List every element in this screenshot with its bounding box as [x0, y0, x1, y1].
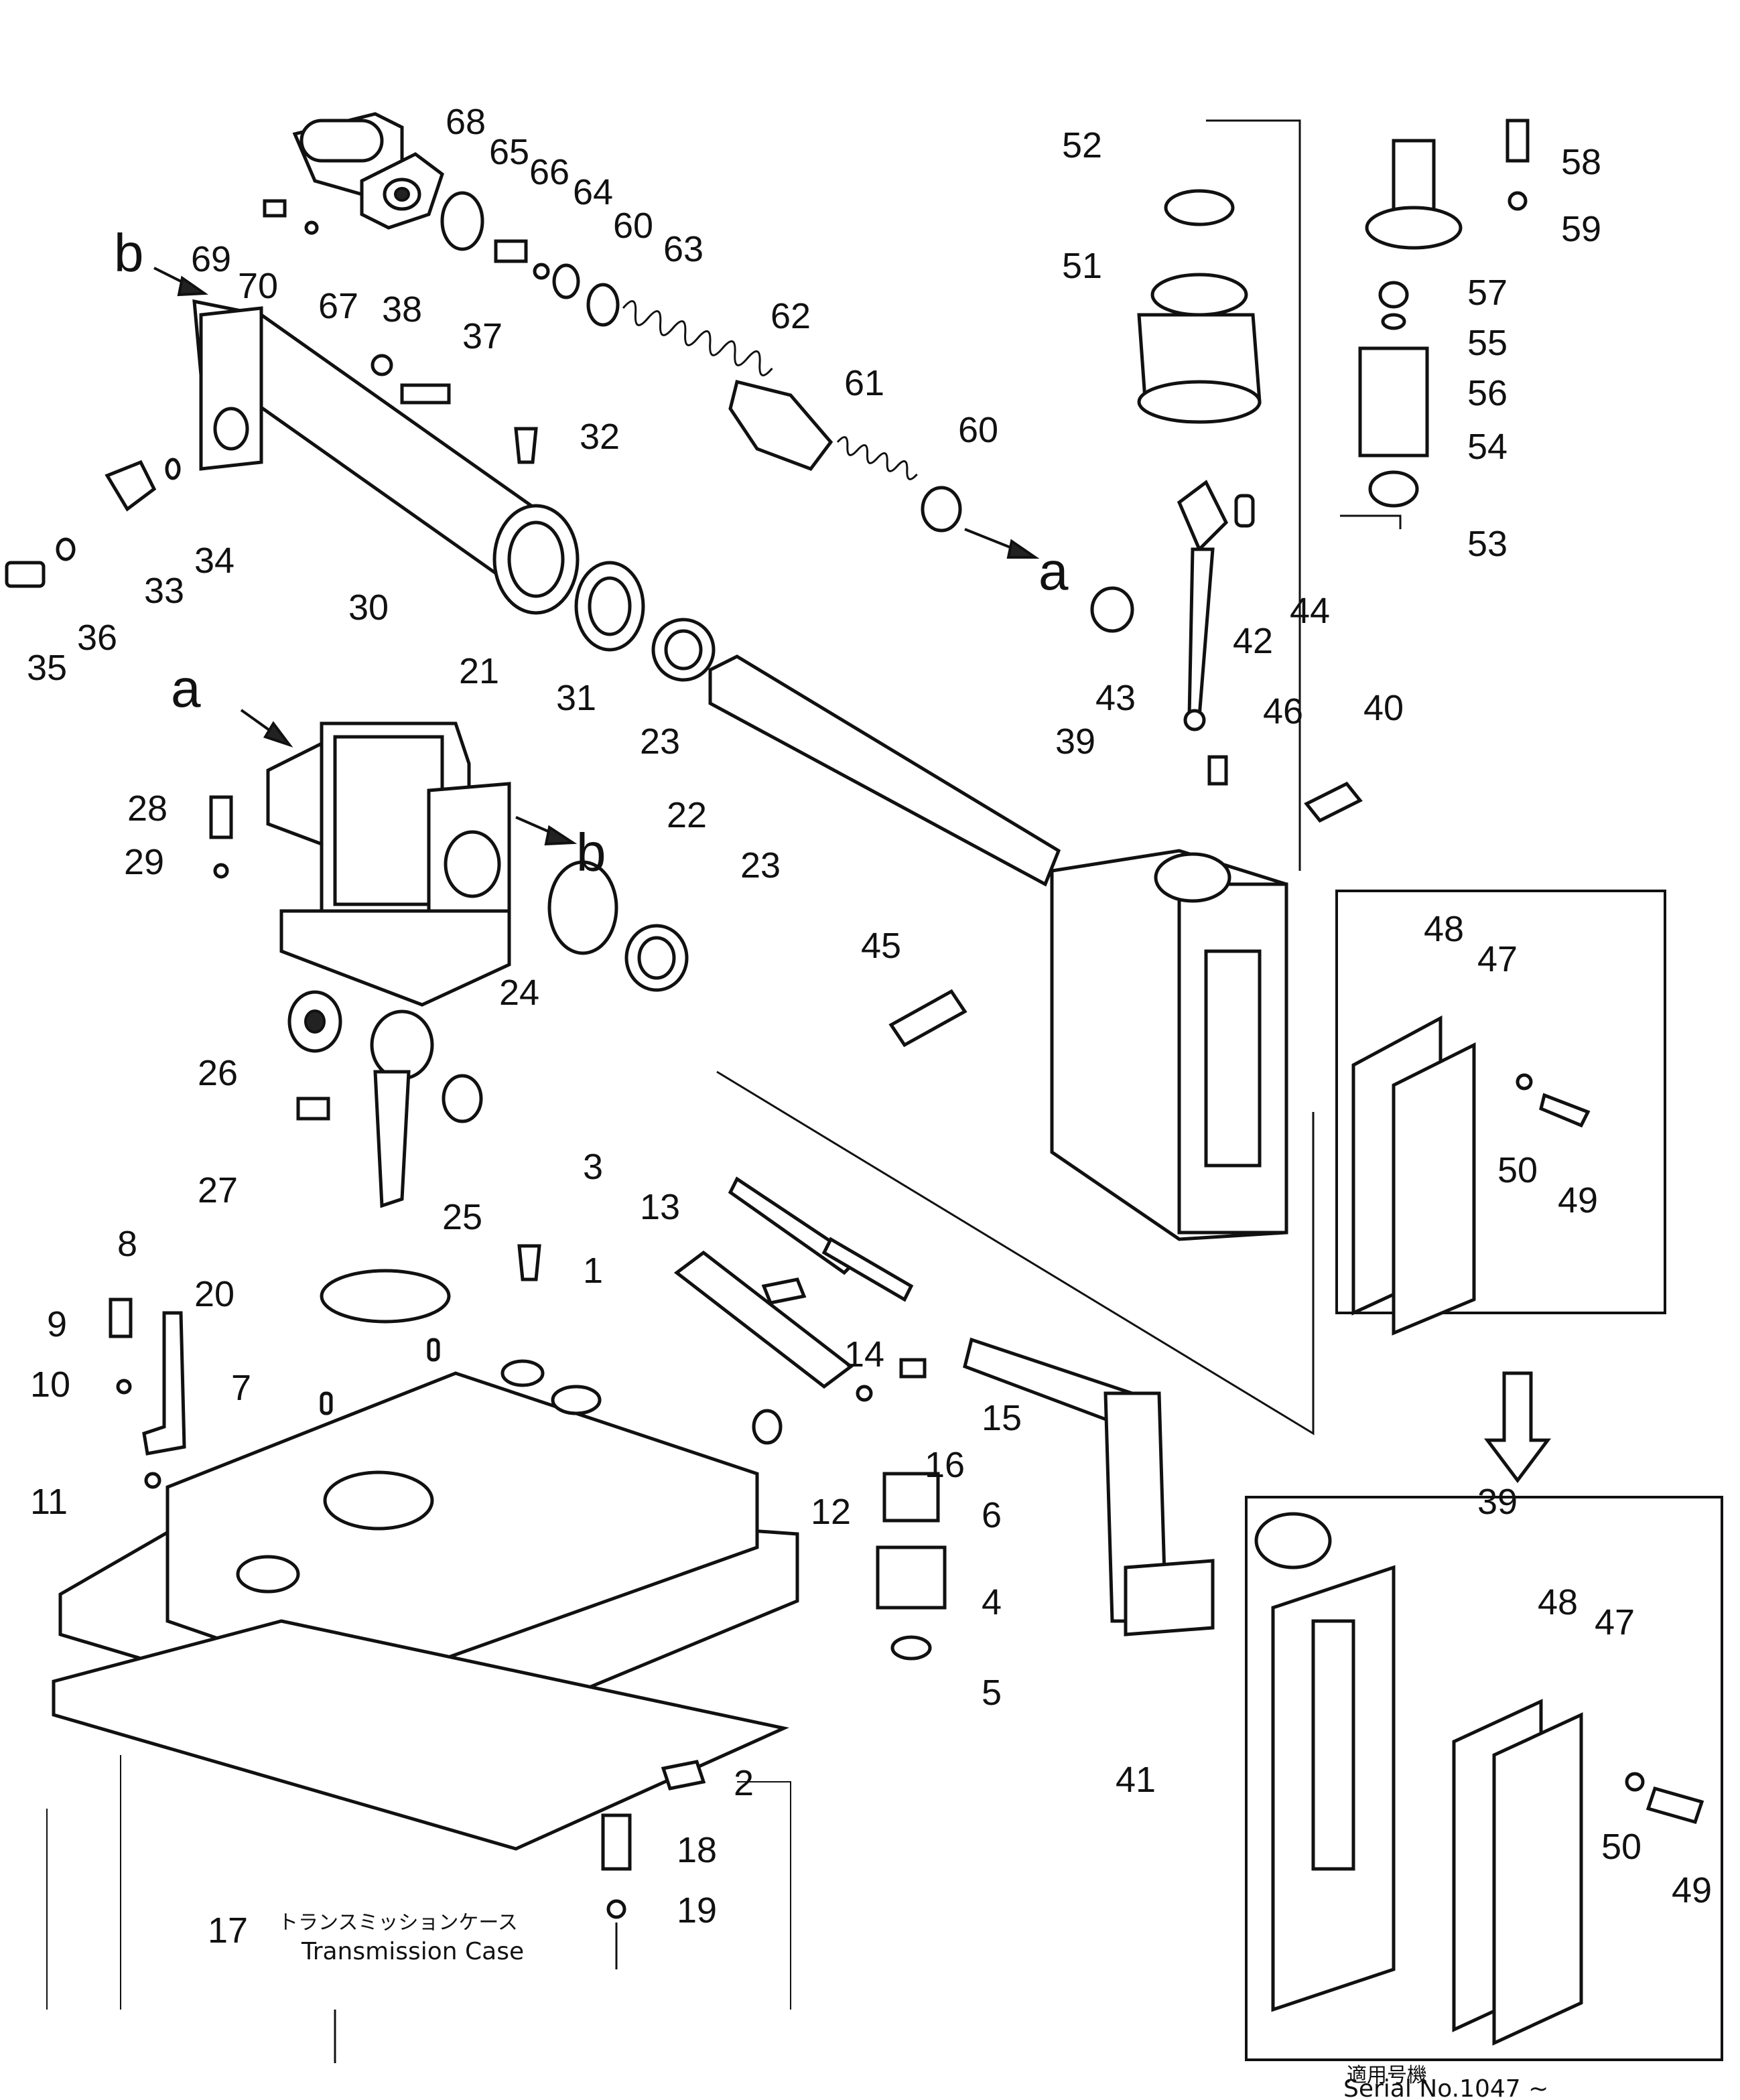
view-marker-b-mid: b — [576, 823, 606, 882]
callout-54: 54 — [1467, 427, 1508, 467]
callout-37: 37 — [462, 316, 503, 356]
serial-jp-label: 適用号機 — [1347, 2064, 1427, 2087]
callout-36: 36 — [77, 618, 117, 658]
callout-22: 22 — [667, 795, 707, 835]
callout-2: 2 — [734, 1763, 754, 1803]
callout-6: 6 — [982, 1495, 1002, 1535]
callout-44: 44 — [1290, 591, 1330, 631]
callout-labels: 1 2 3 4 5 6 7 8 9 10 11 12 13 14 15 16 1… — [27, 102, 1712, 2100]
callout-69: 69 — [191, 239, 231, 279]
callout-12: 12 — [811, 1492, 851, 1532]
callout-8: 8 — [117, 1224, 137, 1264]
serial-detail-box — [1245, 1496, 1723, 2061]
callout-27: 27 — [198, 1170, 238, 1210]
callout-1: 1 — [583, 1251, 603, 1291]
callout-33: 33 — [144, 571, 184, 611]
callout-13: 13 — [640, 1187, 680, 1227]
callout-21: 21 — [459, 651, 499, 691]
callout-49b: 49 — [1672, 1870, 1712, 1910]
callout-47b: 47 — [1595, 1602, 1635, 1642]
callout-23: 23 — [640, 721, 680, 762]
callout-51: 51 — [1062, 246, 1102, 286]
callout-60b: 60 — [958, 410, 998, 450]
shift-shaft — [708, 654, 1061, 887]
callout-10: 10 — [30, 1364, 70, 1405]
cover-detail-box — [1335, 890, 1666, 1484]
callout-19: 19 — [677, 1890, 717, 1931]
callout-68: 68 — [446, 102, 486, 142]
callout-3: 3 — [583, 1147, 603, 1187]
callout-20: 20 — [194, 1274, 235, 1314]
callout-34: 34 — [194, 541, 235, 581]
callout-31: 31 — [556, 678, 596, 718]
callout-25: 25 — [442, 1197, 482, 1237]
callout-23b: 23 — [740, 845, 781, 886]
callout-61: 61 — [844, 363, 884, 403]
callout-57: 57 — [1467, 273, 1508, 313]
callout-38: 38 — [382, 289, 422, 330]
callout-9: 9 — [47, 1304, 67, 1344]
callout-16: 16 — [925, 1445, 965, 1485]
callout-47: 47 — [1477, 939, 1518, 979]
transmission-case-cover — [46, 1244, 799, 2063]
callout-65: 65 — [489, 132, 529, 172]
shift-lever-shaft — [673, 1070, 1315, 1661]
callout-17: 17 — [208, 1910, 248, 1951]
shift-housing-assembly — [209, 709, 689, 1208]
callout-59: 59 — [1561, 209, 1601, 249]
callout-18: 18 — [677, 1830, 717, 1870]
callout-32: 32 — [580, 417, 620, 457]
callout-48b: 48 — [1538, 1582, 1578, 1622]
callout-64: 64 — [573, 172, 613, 212]
callout-45: 45 — [861, 926, 901, 966]
callout-62: 62 — [771, 296, 811, 336]
transmission-case-jp-label: トランスミッションケース — [278, 1911, 518, 1935]
callout-40: 40 — [1363, 688, 1404, 728]
callout-15: 15 — [982, 1398, 1022, 1438]
view-marker-b-top: b — [114, 223, 144, 283]
callout-66: 66 — [529, 152, 570, 192]
callout-26: 26 — [198, 1053, 238, 1093]
callout-70: 70 — [238, 266, 278, 306]
view-marker-a-left: a — [171, 658, 201, 718]
shift-cylinder-assembly — [5, 112, 1040, 682]
callout-63: 63 — [663, 229, 704, 269]
callout-28: 28 — [127, 788, 168, 829]
serial-en-label: Serial No.1047 ~ — [1343, 2075, 1548, 2100]
callout-35: 35 — [27, 648, 67, 688]
callout-42: 42 — [1233, 621, 1273, 661]
callout-58: 58 — [1561, 142, 1601, 182]
callout-67: 67 — [318, 286, 358, 326]
lever-box-assembly — [888, 119, 1530, 1241]
callout-53: 53 — [1467, 524, 1508, 564]
callout-48: 48 — [1424, 909, 1464, 949]
callout-39: 39 — [1055, 721, 1095, 762]
callout-7: 7 — [231, 1368, 251, 1408]
transmission-case-en-label: Transmission Case — [301, 1938, 524, 1965]
callout-11: 11 — [30, 1482, 68, 1522]
callout-4: 4 — [982, 1582, 1002, 1622]
callout-52: 52 — [1062, 125, 1102, 165]
callout-43: 43 — [1095, 678, 1136, 718]
callout-5: 5 — [982, 1673, 1002, 1713]
callout-46: 46 — [1263, 691, 1303, 731]
callout-30: 30 — [348, 587, 389, 628]
callout-49: 49 — [1558, 1180, 1598, 1220]
view-marker-a-right: a — [1039, 541, 1069, 601]
callout-39b: 39 — [1477, 1482, 1518, 1522]
callout-56: 56 — [1467, 373, 1508, 413]
callout-50b: 50 — [1601, 1827, 1642, 1867]
callout-50: 50 — [1497, 1150, 1538, 1190]
callout-29: 29 — [124, 842, 164, 882]
callout-14: 14 — [844, 1334, 884, 1375]
callout-41: 41 — [1116, 1760, 1156, 1800]
callout-60: 60 — [613, 206, 653, 246]
callout-55: 55 — [1467, 323, 1508, 363]
callout-24: 24 — [499, 973, 539, 1013]
